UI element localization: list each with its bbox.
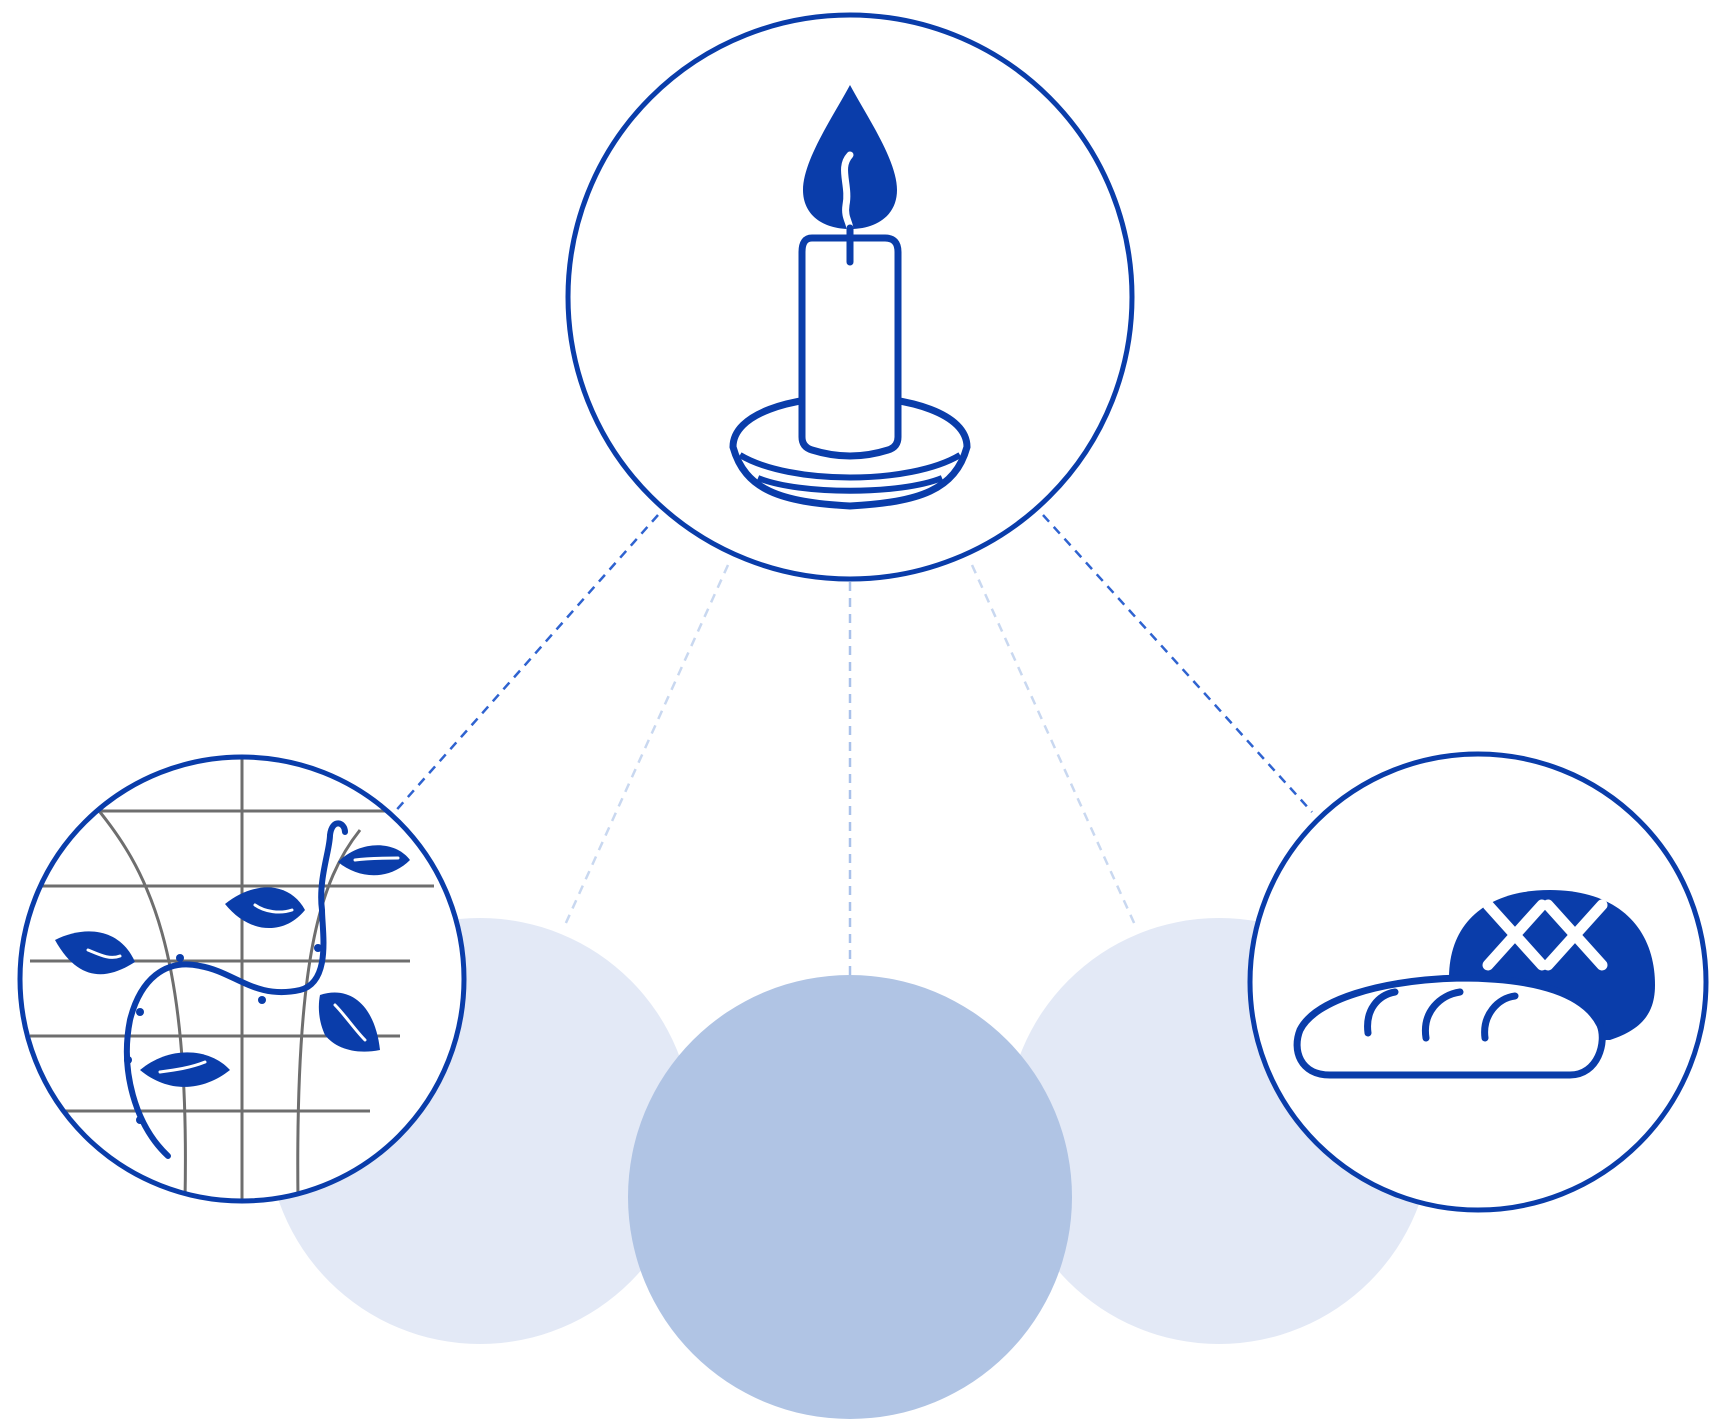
right-node xyxy=(1247,751,1709,1213)
connector-top-right xyxy=(1042,514,1313,813)
left-node-circle xyxy=(17,754,467,1204)
bread-icon xyxy=(1293,890,1655,1079)
connector-top-mid-right xyxy=(970,564,1137,926)
connector-top-mid-left xyxy=(563,564,730,926)
left-node xyxy=(17,754,467,1204)
vine-trellis-icon xyxy=(30,757,434,1201)
connector-top-left xyxy=(391,514,659,816)
top-node xyxy=(565,12,1135,582)
candle-icon xyxy=(729,85,971,510)
center-circle xyxy=(628,975,1072,1419)
connectors xyxy=(391,514,1313,975)
